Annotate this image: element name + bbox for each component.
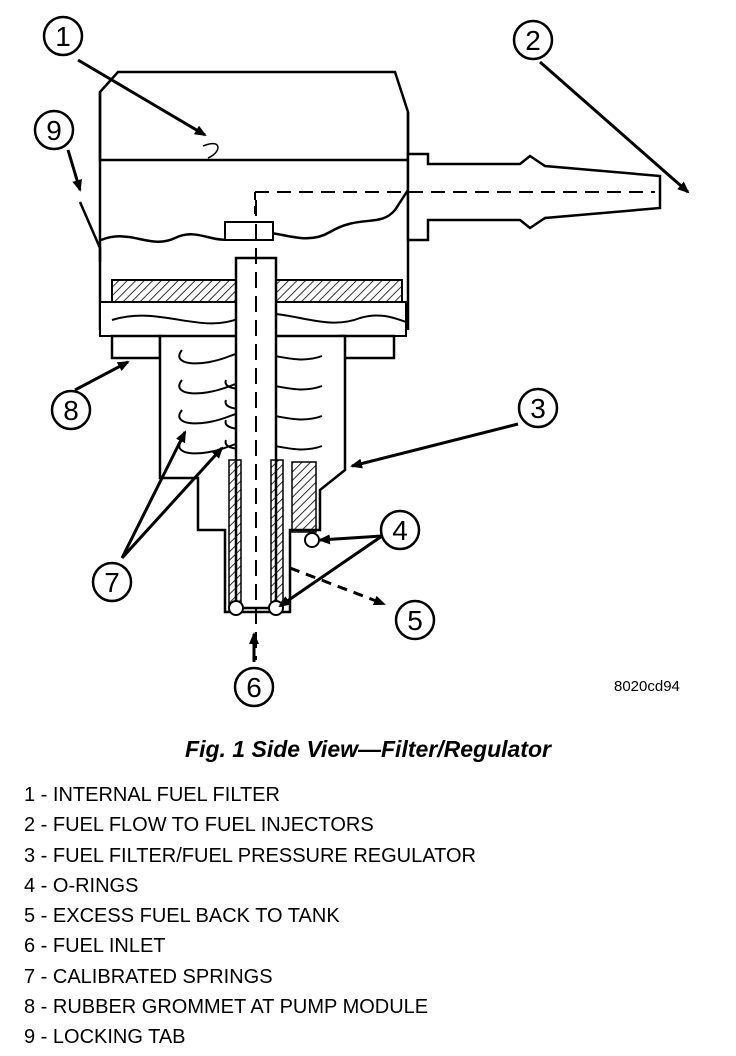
locking-tab [78, 201, 102, 262]
legend-item: 2 - FUEL FLOW TO FUEL INJECTORS [24, 814, 374, 837]
legend-item: 7 - CALIBRATED SPRINGS [24, 965, 273, 988]
svg-text:2: 2 [525, 25, 541, 56]
leader-lines [66, 58, 690, 662]
svg-text:8: 8 [63, 395, 79, 426]
svg-text:7: 7 [104, 567, 120, 598]
svg-text:5: 5 [407, 605, 423, 636]
legend-item: 6 - FUEL INLET [24, 935, 166, 958]
legend-list: 1 - INTERNAL FUEL FILTER 2 - FUEL FLOW T… [24, 780, 476, 1053]
legend-item: 8 - RUBBER GROMMET AT PUMP MODULE [24, 996, 429, 1019]
center-tube [228, 200, 317, 660]
svg-text:6: 6 [246, 672, 262, 703]
figure-reference-code: 8020cd94 [614, 678, 680, 695]
legend-item: 4 - O-RINGS [24, 874, 139, 897]
callout-2: 2 [512, 19, 554, 61]
o-rings [228, 532, 320, 616]
legend-item: 3 - FUEL FILTER/FUEL PRESSURE REGULATOR [24, 844, 476, 867]
callout-5: 5 [394, 599, 436, 641]
callout-7: 7 [91, 561, 133, 603]
callout-8: 8 [50, 389, 92, 431]
svg-text:9: 9 [46, 115, 62, 146]
callout-9: 9 [33, 109, 75, 151]
filter-regulator-diagram: 1 2 3 4 5 6 7 8 9 [33, 15, 690, 708]
legend-item: 1 - INTERNAL FUEL FILTER [24, 784, 280, 806]
callout-6: 6 [233, 666, 275, 708]
legend-item: 9 - LOCKING TAB [24, 1026, 186, 1049]
svg-text:1: 1 [55, 21, 71, 52]
outlet-tube [254, 152, 662, 242]
svg-text:3: 3 [530, 393, 546, 424]
callout-1: 1 [42, 15, 84, 57]
svg-text:4: 4 [392, 515, 408, 546]
figure-caption: Fig. 1 Side View—Filter/Regulator [185, 736, 551, 762]
legend-item: 5 - EXCESS FUEL BACK TO TANK [24, 905, 340, 928]
callout-3: 3 [517, 387, 559, 429]
callout-4: 4 [379, 509, 421, 551]
